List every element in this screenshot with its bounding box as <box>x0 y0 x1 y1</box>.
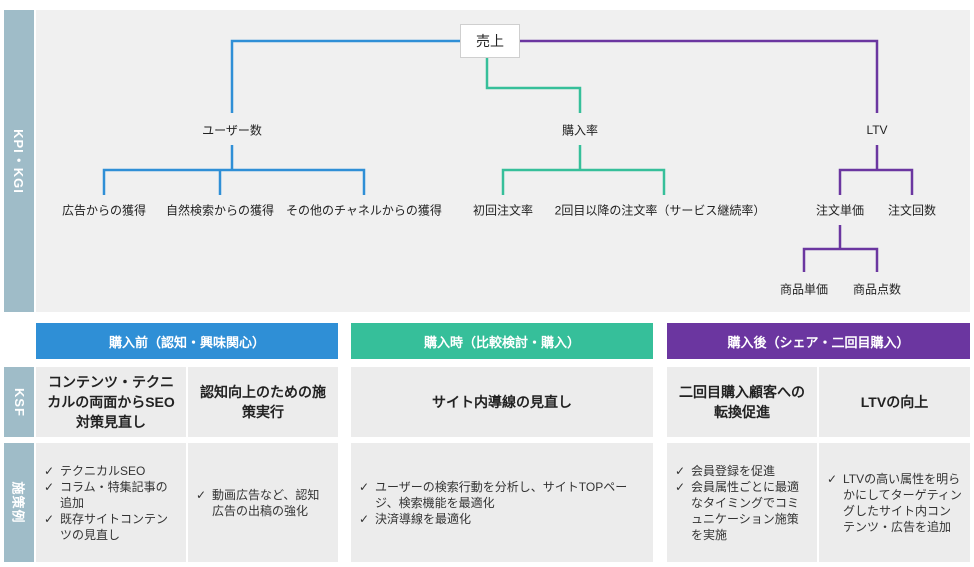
node-first-order-rate: 初回注文率 <box>472 203 534 218</box>
example-text: 既存サイトコンテンツの見直し <box>60 511 169 542</box>
check-icon: ✓ <box>827 471 838 486</box>
examples-seo: ✓ テクニカルSEO ✓ コラム・特集記事の追加 ✓ 既存サイトコンテンツの見直し <box>36 443 186 562</box>
node-item-price: 商品単価 <box>779 282 829 297</box>
check-icon: ✓ <box>44 463 55 478</box>
phase-header-after: 購入後（シェア・二回目購入） <box>667 323 970 359</box>
example-text: ユーザーの検索行動を分析し、サイトTOPページ、検索機能を最適化 <box>375 479 628 510</box>
examples-side-label: 施策例 <box>4 443 34 562</box>
connector-price-branch <box>802 247 879 272</box>
node-ltv: LTV <box>866 123 888 137</box>
example-item: ✓ 動画広告など、認知広告の出稿の強化 <box>196 487 330 519</box>
example-text: テクニカルSEO <box>60 463 146 478</box>
kpi-tree-panel <box>36 10 970 312</box>
node-repeat-order-rate: 2回目以降の注文率（サービス継続率） <box>554 203 766 218</box>
ksf-ltv-improvement: LTVの向上 <box>819 367 970 437</box>
check-icon: ✓ <box>359 479 370 494</box>
example-item: ✓ 決済導線を最適化 <box>359 511 645 527</box>
check-icon: ✓ <box>44 511 55 526</box>
check-icon: ✓ <box>675 463 686 478</box>
example-text: 決済導線を最適化 <box>375 511 472 526</box>
check-icon: ✓ <box>359 511 370 526</box>
node-organic-acquisition: 自然検索からの獲得 <box>165 203 275 218</box>
node-order-value: 注文単価 <box>815 203 865 218</box>
node-purchase-rate: 購入率 <box>561 123 599 138</box>
phase-header-before: 購入前（認知・興味関心） <box>36 323 338 359</box>
connector-users-branch <box>102 168 366 195</box>
example-item: ✓ 既存サイトコンテンツの見直し <box>44 511 178 543</box>
example-item: ✓ ユーザーの検索行動を分析し、サイトTOPページ、検索機能を最適化 <box>359 479 645 511</box>
example-text: 会員属性ごとに最適なタイミングでコミュニケーション施策を実施 <box>691 479 800 542</box>
node-other-channel-acquisition: その他のチャネルからの獲得 <box>286 203 442 218</box>
ksf-repeat-conversion: 二回目購入顧客への転換促進 <box>667 367 817 437</box>
check-icon: ✓ <box>675 479 686 494</box>
kpi-side-label: KPI・KGI <box>4 10 34 312</box>
example-text: LTVの高い属性を明らかにしてターゲティングしたサイト内コンテンツ・広告を追加 <box>843 471 962 534</box>
ksf-site-navigation-review: サイト内導線の見直し <box>351 367 653 437</box>
node-ad-acquisition: 広告からの獲得 <box>61 203 147 218</box>
connector-ltv-branch <box>838 168 914 195</box>
example-text: 会員登録を促進 <box>691 463 776 478</box>
check-icon: ✓ <box>196 487 207 502</box>
connector-root-ltv <box>520 39 879 113</box>
check-icon: ✓ <box>44 479 55 494</box>
example-item: ✓ コラム・特集記事の追加 <box>44 479 178 511</box>
ksf-seo-review: コンテンツ・テクニカルの両面からSEO対策見直し <box>36 367 186 437</box>
examples-navigation: ✓ ユーザーの検索行動を分析し、サイトTOPページ、検索機能を最適化 ✓ 決済導線を… <box>351 443 653 562</box>
example-text: コラム・特集記事の追加 <box>60 479 168 510</box>
example-item: ✓ 会員属性ごとに最適なタイミングでコミュニケーション施策を実施 <box>675 479 809 543</box>
example-item: ✓ LTVの高い属性を明らかにしてターゲティングしたサイト内コンテンツ・広告を追加 <box>827 471 962 535</box>
node-order-count: 注文回数 <box>887 203 937 218</box>
phase-header-during: 購入時（比較検討・購入） <box>351 323 653 359</box>
example-item: ✓ テクニカルSEO <box>44 463 178 479</box>
ksf-side-label: KSF <box>4 367 34 437</box>
examples-repeat: ✓ 会員登録を促進 ✓ 会員属性ごとに最適なタイミングでコミュニケーション施策を実施 <box>667 443 817 562</box>
examples-ltv: ✓ LTVの高い属性を明らかにしてターゲティングしたサイト内コンテンツ・広告を追加 <box>819 443 970 562</box>
example-text: 動画広告など、認知広告の出稿の強化 <box>212 487 320 518</box>
connector-rate-branch <box>501 168 666 195</box>
root-node: 売上 <box>460 24 520 58</box>
ksf-awareness-measures: 認知向上のための施策実行 <box>188 367 338 437</box>
node-users: ユーザー数 <box>202 123 262 138</box>
example-item: ✓ 会員登録を促進 <box>675 463 809 479</box>
examples-awareness: ✓ 動画広告など、認知広告の出稿の強化 <box>188 443 338 562</box>
node-item-quantity: 商品点数 <box>852 282 902 297</box>
connector-root-rate <box>485 58 582 113</box>
connector-root-users <box>230 39 460 113</box>
